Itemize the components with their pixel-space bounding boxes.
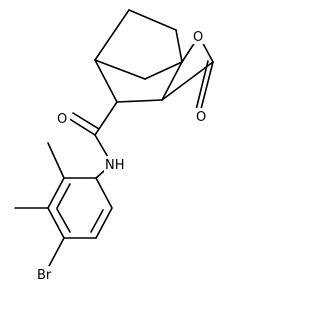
bond: [47, 177, 65, 209]
atom-labels: O O O NH Br: [36, 28, 209, 283]
amide-carbonyl-oxygen-label: O: [57, 112, 67, 127]
bond: [128, 9, 177, 31]
bromine-label: Br: [37, 268, 52, 283]
amide-nitrogen-label-bg: [104, 156, 128, 172]
bond: [144, 61, 183, 80]
molecule-structure: O O O NH Br: [14, 9, 214, 283]
bond: [161, 61, 214, 101]
bond: [94, 59, 146, 80]
bond: [94, 9, 130, 61]
lactone-carbonyl-oxygen-label-bg: [195, 108, 209, 124]
bond: [56, 183, 71, 209]
bond: [90, 209, 104, 233]
bonds: [14, 9, 214, 269]
bond: [199, 61, 214, 114]
ring-oxygen-label: O: [193, 30, 203, 45]
bond: [67, 117, 96, 136]
bond: [56, 208, 71, 233]
bond: [47, 142, 65, 179]
bond: [47, 237, 65, 269]
bond: [95, 177, 113, 209]
bond: [116, 99, 163, 103]
bond: [94, 59, 118, 103]
bond: [94, 101, 118, 136]
bond: [195, 60, 209, 111]
ring-oxygen-label-bg: [192, 28, 206, 44]
bond: [161, 61, 183, 101]
bond: [72, 112, 100, 130]
bond: [175, 29, 183, 63]
bond: [47, 207, 65, 239]
bromine-label-bg: [36, 266, 58, 282]
lactone-carbonyl-oxygen-label: O: [196, 110, 206, 125]
amide-carbonyl-oxygen-label-bg: [56, 110, 70, 126]
amide-nitrogen-label: NH: [105, 158, 125, 173]
bond: [95, 207, 113, 239]
